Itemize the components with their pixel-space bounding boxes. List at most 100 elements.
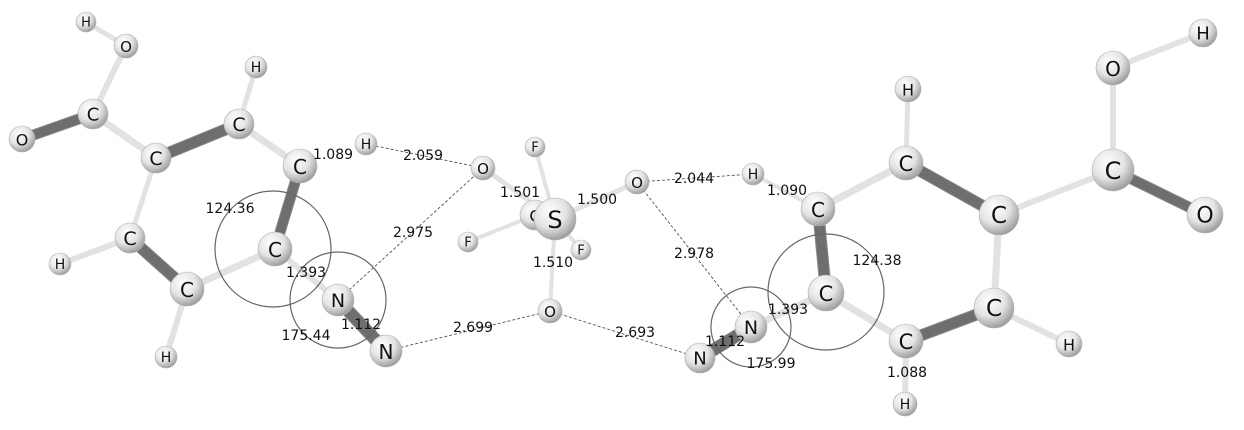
atom-sphere (624, 169, 650, 195)
atom-label: C (1105, 157, 1122, 185)
atom-o: O (113, 33, 139, 59)
atom-sphere (892, 391, 918, 417)
atom-label: N (744, 317, 758, 339)
atom-label: H (748, 167, 759, 183)
atom-label: N (693, 349, 706, 370)
atom-sphere (223, 108, 255, 140)
hydrogen-bond-dashed-line (636, 181, 752, 328)
atom-n: N (369, 334, 403, 368)
atom-sphere (244, 55, 268, 79)
atom-h: H (48, 252, 72, 276)
atom-h: H (892, 391, 918, 417)
atom-c: C (800, 191, 836, 227)
atom-label: H (1196, 24, 1210, 45)
atom-sphere (140, 142, 172, 174)
measurement-label: 2.059 (403, 148, 443, 164)
atom-sphere (978, 194, 1020, 236)
measurement-label: 2.693 (615, 325, 655, 341)
atom-h: H (1055, 330, 1083, 358)
atom-sphere (741, 162, 765, 186)
atom-sphere (533, 197, 577, 241)
atom-sphere (800, 191, 836, 227)
measurement-label: 175.99 (747, 356, 796, 372)
atom-label: H (81, 16, 91, 31)
atom-label: F (577, 244, 584, 259)
measurement-label: 1.112 (705, 334, 745, 350)
atom-h: H (154, 345, 178, 369)
hydrogen-bond-layer (337, 143, 754, 359)
atom-sphere (48, 252, 72, 276)
atom-label: C (87, 105, 100, 126)
atom-c: C (978, 194, 1020, 236)
atom-label: C (811, 198, 825, 222)
atom-label: F (531, 141, 538, 156)
atom-o: O (8, 125, 36, 153)
atom-o: O (470, 155, 496, 181)
atom-s: S (533, 197, 577, 241)
atom-label: H (251, 60, 262, 76)
measurement-label: 2.978 (674, 246, 714, 262)
hydrogen-bond-dashed-line (385, 310, 551, 352)
measurement-label: 2.044 (674, 171, 714, 187)
atom-c: C (77, 98, 109, 130)
atom-o: O (1095, 50, 1131, 86)
atom-h: H (354, 132, 378, 156)
atom-c: C (257, 231, 293, 267)
atom-f: F (524, 136, 546, 158)
angle-arc (767, 233, 885, 351)
atom-label: H (1063, 336, 1075, 355)
hydrogen-bond-dashed-line (337, 167, 484, 301)
atom-sphere (169, 271, 205, 307)
atom-sphere (282, 148, 318, 184)
atom-c: C (973, 287, 1015, 329)
atom-sphere (524, 136, 546, 158)
measurement-label: 1.501 (500, 185, 540, 201)
angle-arc-layer (214, 190, 885, 368)
atom-c: C (282, 148, 318, 184)
atom-f: F (570, 239, 592, 261)
atom-label: H (161, 350, 172, 366)
atom-label: N (379, 340, 394, 364)
atom-label: C (899, 330, 914, 354)
atom-c: C (169, 271, 205, 307)
atom-sphere (888, 145, 924, 181)
measurement-label: 1.510 (533, 255, 573, 271)
atom-sphere (369, 334, 403, 368)
atom-c: C (888, 145, 924, 181)
atom-h: H (75, 11, 97, 33)
atom-h: H (244, 55, 268, 79)
atom-c: C (1091, 148, 1135, 192)
atom-label: C (232, 114, 245, 136)
atom-sphere (1188, 18, 1218, 48)
atom-c: C (114, 222, 146, 254)
measurement-label: 1.112 (341, 317, 381, 333)
atom-sphere (1055, 330, 1083, 358)
atom-sphere (570, 239, 592, 261)
atom-sphere (321, 283, 355, 317)
atom-label: C (819, 282, 834, 306)
atom-sphere (734, 310, 768, 344)
atom-sphere (1091, 148, 1135, 192)
atom-label: C (268, 238, 282, 262)
atom-label: C (899, 152, 914, 176)
atom-label: C (991, 203, 1007, 229)
atom-sphere (470, 155, 496, 181)
atom-label: F (464, 236, 471, 251)
atom-sphere (807, 274, 845, 312)
measurement-label: 175.44 (282, 328, 331, 344)
atom-sphere (75, 11, 97, 33)
atom-label: O (544, 303, 556, 321)
atom-label: N (331, 290, 345, 312)
atom-label: C (149, 148, 162, 170)
bonds-layer (16, 19, 1211, 407)
atom-label: O (631, 174, 643, 192)
measurement-label: 1.500 (577, 192, 617, 208)
measurement-label: 1.090 (767, 183, 807, 199)
atom-label: S (547, 206, 562, 234)
measurement-label: 1.089 (313, 147, 353, 163)
atom-label: O (1105, 57, 1121, 81)
atom-n: N (684, 342, 716, 374)
angle-arc (214, 190, 332, 308)
